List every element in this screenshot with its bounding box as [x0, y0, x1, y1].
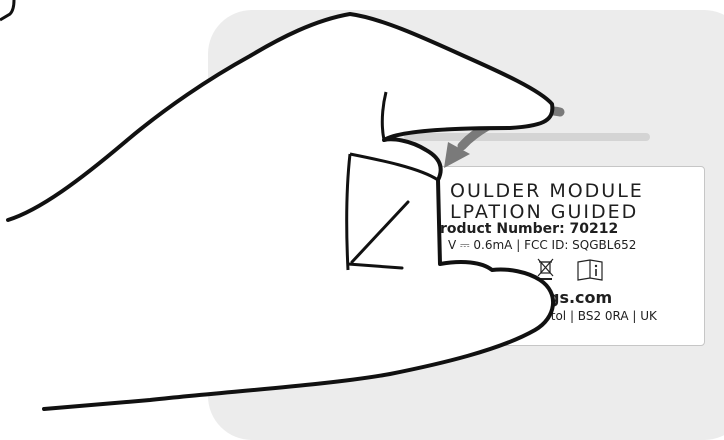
- instruction-illustration: OULDER MODULE LPATION GUIDED roduct Numb…: [0, 0, 724, 417]
- weee-bin-icon: [538, 259, 553, 279]
- info-manual-icon: [578, 260, 602, 280]
- peel-guide-bar: [404, 133, 650, 141]
- hand-illustration: [8, 14, 553, 409]
- corner-bracket: [0, 0, 14, 20]
- illustration-art: [0, 0, 724, 417]
